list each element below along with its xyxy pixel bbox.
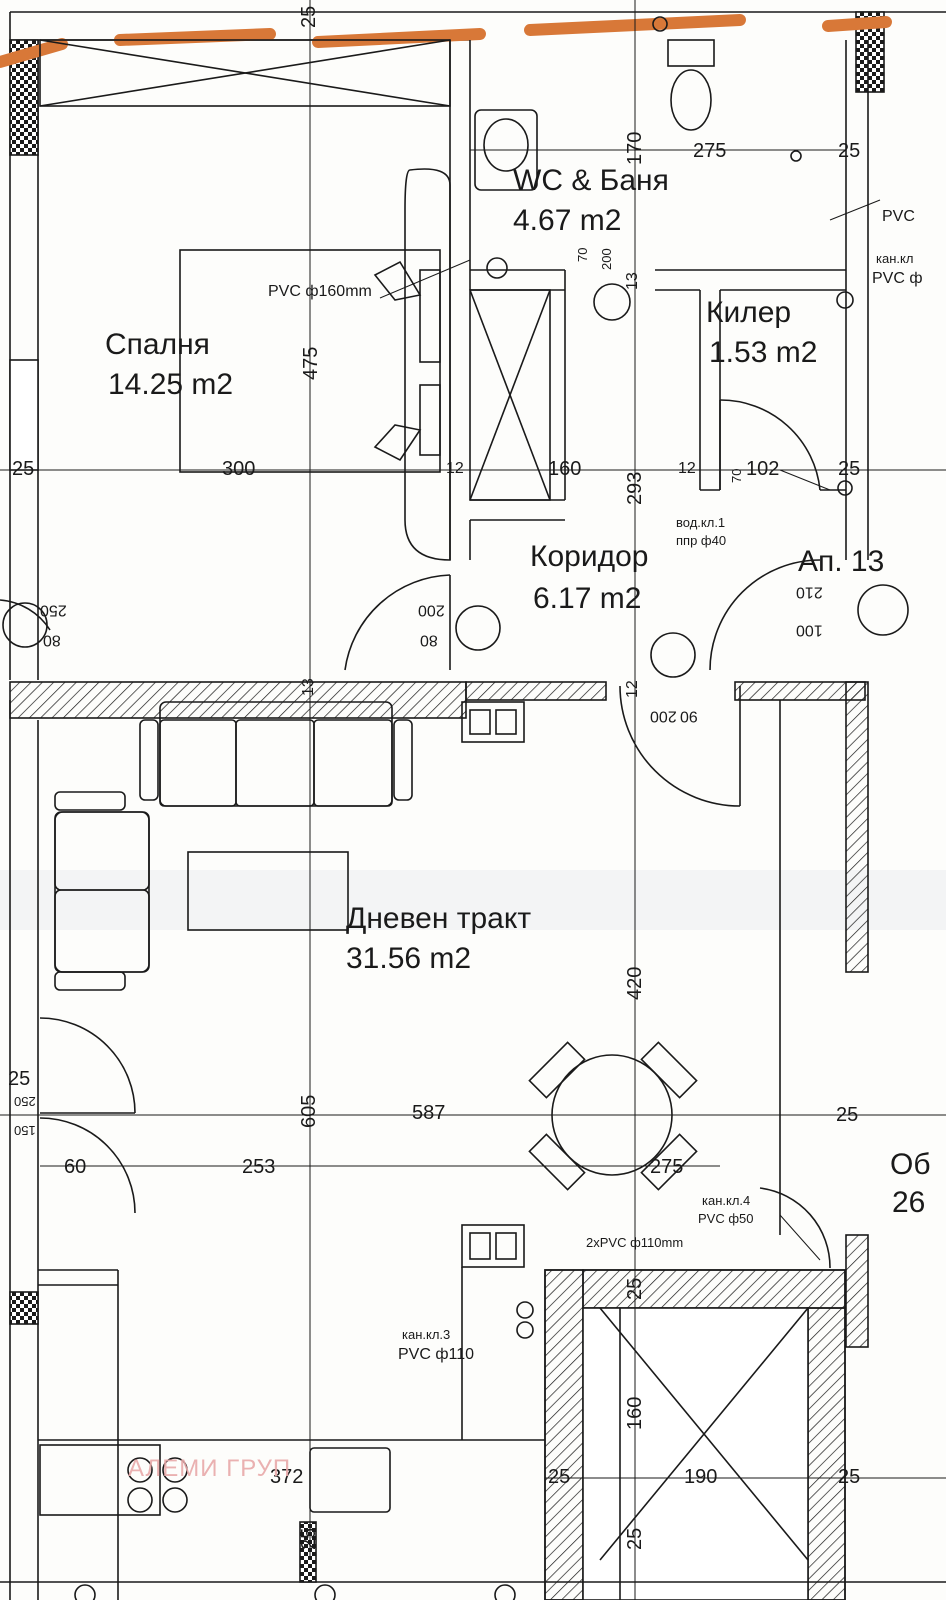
dim-80-b: 80 bbox=[420, 631, 438, 649]
dim-25-lift-right: 25 bbox=[838, 1466, 861, 1488]
door-swings-lower bbox=[39, 1017, 831, 1269]
room-bedroom-area: 14.25 m2 bbox=[108, 368, 234, 401]
dim-25-lower-left: 25 bbox=[8, 1068, 31, 1090]
dim-90: 90 bbox=[680, 707, 698, 725]
note-kan-kl4: кан.кл.4 bbox=[702, 1193, 751, 1208]
note-kan-kl3: кан.кл.3 bbox=[402, 1327, 451, 1342]
room-storage-name: Килер bbox=[706, 296, 792, 329]
room-edge-area: 26 bbox=[892, 1186, 926, 1219]
door-swings-upper bbox=[0, 399, 909, 807]
dim-25-lift-left: 25 bbox=[548, 1466, 571, 1488]
dim-200-c: 200 bbox=[650, 707, 677, 725]
dim-200-b: 200 bbox=[418, 601, 445, 619]
dim-12-b: 12 bbox=[678, 460, 696, 477]
dim-150: 150 bbox=[14, 1122, 36, 1138]
partition-walls bbox=[449, 40, 869, 560]
dim-13-a: 13 bbox=[624, 272, 641, 290]
bottom-facade bbox=[0, 1521, 946, 1600]
dim-25-bottom-b: 25 bbox=[624, 1527, 646, 1550]
room-apartment-name: Ап. 13 bbox=[798, 545, 885, 578]
dim-372: 372 bbox=[270, 1466, 304, 1488]
room-living-name: Дневен тракт bbox=[346, 902, 532, 935]
dim-102: 102 bbox=[746, 458, 780, 480]
dim-100: 100 bbox=[796, 621, 823, 639]
dim-250-b: 250 bbox=[14, 1093, 36, 1109]
dim-160-mid: 160 bbox=[548, 458, 582, 480]
dim-293: 293 bbox=[624, 471, 646, 505]
dim-80-a: 80 bbox=[43, 631, 61, 649]
dim-253: 253 bbox=[242, 1156, 276, 1178]
scan-smudge bbox=[0, 870, 946, 930]
dim-275-low: 275 bbox=[650, 1156, 684, 1178]
note-pvc-f: PVC ф bbox=[872, 270, 923, 287]
dim-25-lower-right: 25 bbox=[836, 1104, 859, 1126]
elevator-shaft bbox=[544, 1269, 846, 1600]
dim-275-top: 275 bbox=[693, 140, 727, 162]
dim-170: 170 bbox=[624, 131, 646, 165]
dim-25-bottom: 25 bbox=[298, 1527, 320, 1550]
note-pvc110: PVC ф110 bbox=[398, 1346, 475, 1363]
dim-25-bath: 25 bbox=[838, 140, 861, 162]
dim-210: 210 bbox=[796, 583, 823, 601]
dim-190: 190 bbox=[684, 1466, 718, 1488]
dim-587: 587 bbox=[412, 1102, 446, 1124]
note-ppr40: ппр ф40 bbox=[676, 533, 727, 548]
dim-160-lift: 160 bbox=[624, 1396, 646, 1430]
sofa-set bbox=[54, 701, 413, 991]
dim-420: 420 bbox=[624, 966, 646, 1000]
dim-13-b: 13 bbox=[300, 678, 317, 696]
dim-25-lift: 25 bbox=[624, 1277, 646, 1300]
room-storage-area: 1.53 m2 bbox=[709, 336, 818, 369]
dim-250-a: 250 bbox=[40, 601, 67, 619]
room-corridor-area: 6.17 m2 bbox=[533, 582, 642, 615]
watermark-alemi-grup: АЛЕМИ ГРУП bbox=[128, 1455, 292, 1482]
dim-60: 60 bbox=[64, 1156, 87, 1178]
bathroom-fixtures bbox=[474, 16, 854, 496]
note-pvc160: PVC ф160mm bbox=[268, 283, 372, 300]
room-corridor-name: Коридор bbox=[530, 540, 649, 573]
note-pvc-right: PVC bbox=[882, 208, 915, 225]
dim-70-a: 70 bbox=[575, 247, 590, 262]
dim-605: 605 bbox=[298, 1094, 320, 1128]
note-kan-kl: кан.кл bbox=[876, 251, 914, 266]
dim-200-a: 200 bbox=[599, 248, 614, 270]
dim-12-c: 12 bbox=[624, 680, 641, 698]
dim-25-right: 25 bbox=[838, 458, 861, 480]
note-pvc50: PVC ф50 bbox=[698, 1211, 754, 1226]
room-bathroom-name: WC & Баня bbox=[513, 164, 669, 197]
dim-475: 475 bbox=[300, 346, 322, 380]
room-edge-name: Об bbox=[890, 1148, 931, 1181]
dim-top-25: 25 bbox=[298, 5, 320, 28]
kitchen-block bbox=[38, 1224, 545, 1600]
room-living-area: 31.56 m2 bbox=[346, 942, 472, 975]
dim-300: 300 bbox=[222, 458, 256, 480]
bedroom-window bbox=[39, 39, 451, 107]
room-bathroom-area: 4.67 m2 bbox=[513, 204, 622, 237]
dim-12-a: 12 bbox=[446, 460, 464, 477]
note-pvc110x2: 2xPVC ф110mm bbox=[586, 1235, 684, 1250]
dim-25-left: 25 bbox=[12, 458, 35, 480]
room-bedroom-name: Спалня bbox=[105, 328, 210, 361]
middle-wall bbox=[9, 681, 869, 1348]
note-vod-kl: вод.кл.1 bbox=[676, 515, 726, 530]
dim-70-b: 70 bbox=[729, 468, 744, 483]
